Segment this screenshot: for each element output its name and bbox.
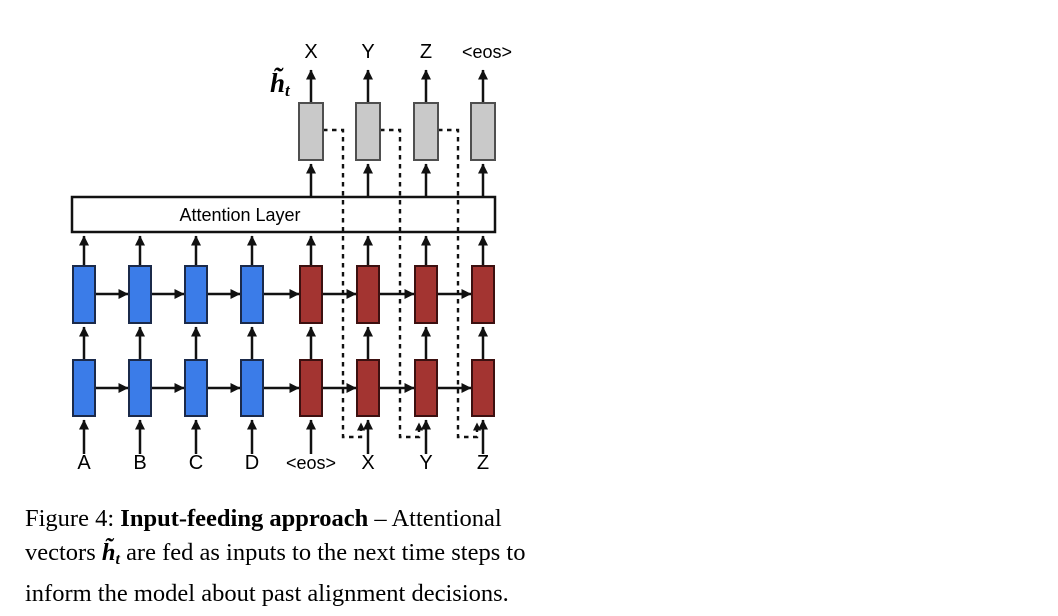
caption-text: vectors [25, 539, 102, 566]
attention-vector-cell [298, 102, 324, 161]
output-label: Y [361, 41, 374, 63]
input-label: A [77, 452, 91, 474]
caption-text: are fed as inputs to the next time steps… [119, 539, 526, 566]
decoder-cell [471, 265, 495, 324]
input-label: D [245, 452, 259, 474]
input-feeding-model-diagram: Attention Layer [70, 41, 512, 474]
decoder-cell [471, 359, 495, 417]
encoder-cell [72, 359, 96, 417]
encoder-cell [184, 359, 208, 417]
encoder-cell [240, 265, 264, 324]
decoder-cell [299, 265, 323, 324]
decoder-cell [414, 359, 438, 417]
output-label: <eos> [462, 42, 512, 62]
caption-math-subscript: t [115, 550, 120, 568]
encoder-cell [128, 265, 152, 324]
encoder-cell [128, 359, 152, 417]
input-label: Y [419, 452, 432, 474]
attention-vector-cell [470, 102, 496, 161]
decoder-cell [356, 265, 380, 324]
input-feeding-dashed-line [380, 128, 423, 439]
caption-line-2: vectors h̃t are fed as inputs to the nex… [25, 536, 610, 577]
figure-caption: Figure 4: Input-feeding approach – Atten… [25, 502, 610, 611]
caption-line-3: inform the model about past alignment de… [25, 577, 610, 611]
input-label: X [361, 452, 374, 474]
encoder-cell [240, 359, 264, 417]
caption-math-h-tilde: h̃ [101, 539, 116, 566]
encoder-cell [184, 265, 208, 324]
input-label: <eos> [286, 453, 336, 473]
input-label: C [189, 452, 203, 474]
encoder-cell [72, 265, 96, 324]
input-label: Z [477, 452, 489, 474]
attention-vector-symbol: h̃t [270, 67, 291, 100]
caption-bold-title: Input-feeding approach [120, 505, 369, 532]
attention-layer-box [70, 195, 497, 234]
input-label: B [133, 452, 146, 474]
decoder-cell [356, 359, 380, 417]
caption-text: inform the model about past alignment de… [25, 579, 509, 607]
input-feeding-dashed-line [438, 128, 481, 439]
attention-layer-label: Attention Layer [179, 205, 300, 225]
decoder-cell [414, 265, 438, 324]
caption-text: – Attentional [368, 505, 502, 532]
input-feeding-dashed-line [323, 128, 365, 439]
output-label: X [304, 41, 317, 63]
caption-line-1: Figure 4: Input-feeding approach – Atten… [25, 502, 610, 536]
output-label: Z [420, 41, 432, 63]
caption-figure-number: Figure 4: [25, 505, 121, 532]
attention-vector-cell [413, 102, 439, 161]
attention-vector-cell [355, 102, 381, 161]
decoder-cell [299, 359, 323, 417]
